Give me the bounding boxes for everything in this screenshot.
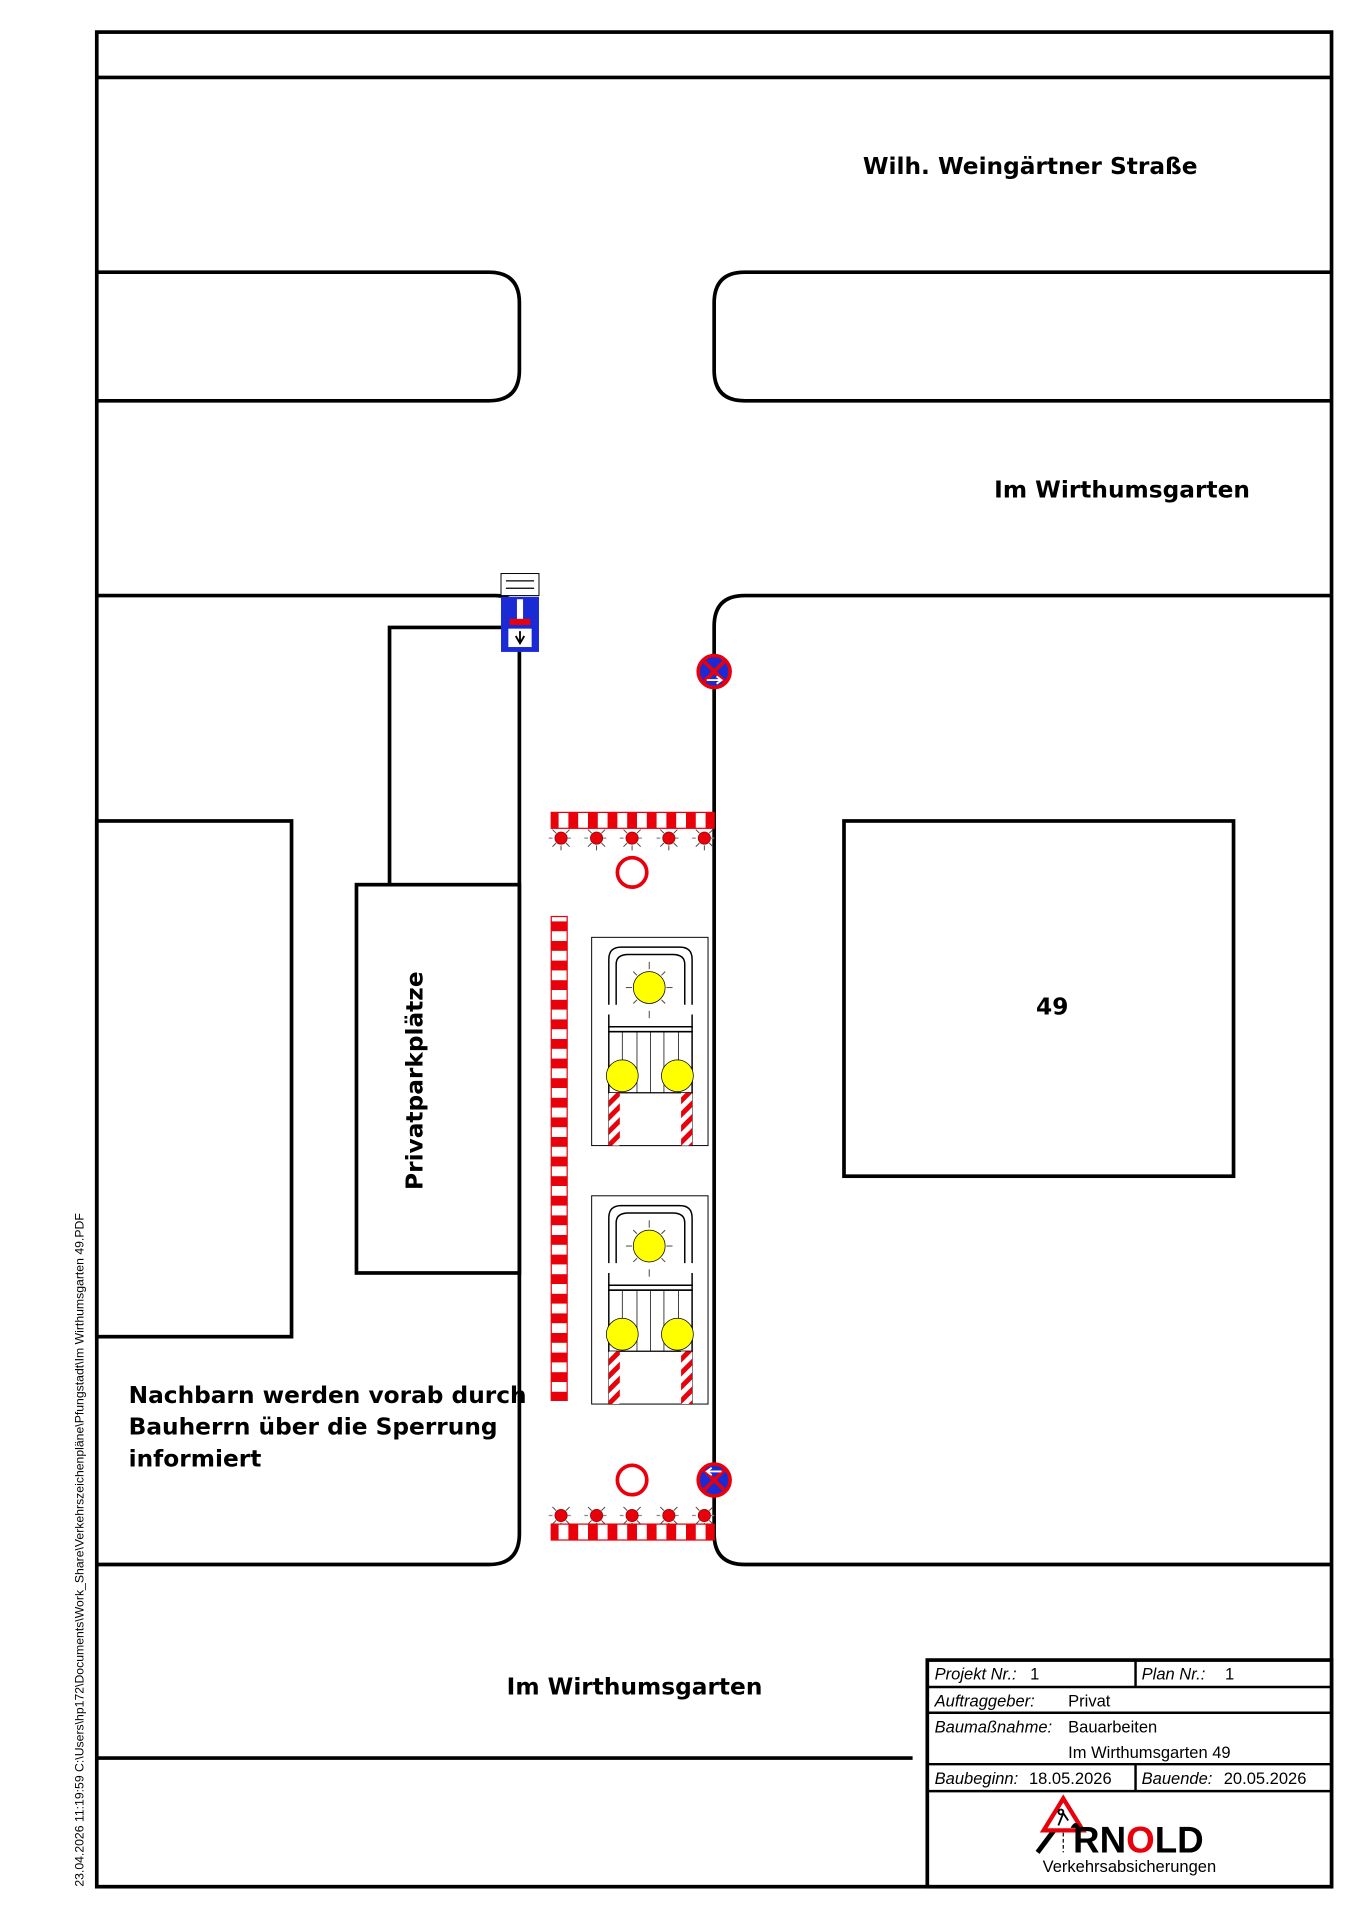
no-vehicles-sign-bottom bbox=[615, 1463, 649, 1497]
building-49 bbox=[842, 819, 1236, 1179]
work-vehicle-2 bbox=[590, 1195, 709, 1405]
parking-area bbox=[354, 882, 522, 1275]
no-stopping-sign-bottom bbox=[696, 1462, 732, 1498]
barrier-side bbox=[550, 915, 568, 1401]
note-line-2: Bauherrn über die Sperrung bbox=[129, 1414, 498, 1441]
barrier-top bbox=[550, 811, 715, 829]
logo-subtitle: Verkehrsabsicherungen bbox=[1043, 1857, 1217, 1876]
no-vehicles-sign-top bbox=[615, 855, 649, 889]
barrier-bottom bbox=[550, 1523, 715, 1541]
parking-outline bbox=[387, 625, 520, 885]
arnold-logo: RNOLD Verkehrsabsicherungen bbox=[1035, 1794, 1217, 1876]
note-line-1: Nachbarn werden vorab durch bbox=[129, 1382, 527, 1409]
no-stopping-sign-top bbox=[696, 653, 732, 690]
plan-number: 1 bbox=[1225, 1665, 1234, 1684]
arrow-right-icon bbox=[706, 675, 724, 685]
svg-text:Projekt Nr.:: Projekt Nr.: bbox=[935, 1665, 1017, 1684]
building-number: 49 bbox=[1036, 994, 1068, 1021]
svg-text:Bauende:: Bauende: bbox=[1142, 1769, 1213, 1788]
svg-text:Baumaßnahme:: Baumaßnahme: bbox=[935, 1717, 1053, 1736]
start-date: 18.05.2026 bbox=[1029, 1769, 1112, 1788]
client: Privat bbox=[1068, 1692, 1111, 1711]
project-number: 1 bbox=[1030, 1665, 1039, 1684]
arrow-left-icon bbox=[705, 1467, 722, 1476]
street-label-middle: Im Wirthumsgarten bbox=[994, 477, 1250, 504]
street-label-top: Wilh. Weingärtner Straße bbox=[863, 153, 1198, 180]
title-block: Projekt Nr.: 1 Plan Nr.: 1 Auftraggeber:… bbox=[925, 1658, 1334, 1889]
note-line-3: informiert bbox=[129, 1446, 262, 1473]
svg-text:Plan Nr.:: Plan Nr.: bbox=[1142, 1665, 1206, 1684]
svg-text:RNOLD: RNOLD bbox=[1073, 1819, 1204, 1860]
warning-lamps-top bbox=[548, 828, 718, 851]
dead-end-sign bbox=[500, 573, 540, 652]
parking-label: Privatparkplätze bbox=[402, 971, 429, 1190]
street-label-bottom: Im Wirthumsgarten bbox=[507, 1673, 763, 1700]
svg-text:Im Wirthumsgarten 49: Im Wirthumsgarten 49 bbox=[1068, 1743, 1230, 1762]
svg-text:Baubeginn:: Baubeginn: bbox=[935, 1769, 1019, 1788]
curb-right-lower bbox=[712, 593, 1332, 1567]
building-left bbox=[94, 819, 294, 1339]
svg-text:Auftraggeber:: Auftraggeber: bbox=[934, 1692, 1035, 1711]
file-path-stamp: 23.04.2026 11:19:59 C:\Users\hp172\Docum… bbox=[72, 1213, 86, 1886]
block-right-upper bbox=[712, 270, 1332, 403]
block-left-upper bbox=[96, 270, 522, 403]
work-vehicle-1 bbox=[590, 936, 709, 1147]
svg-text:Bauarbeiten: Bauarbeiten bbox=[1068, 1717, 1157, 1736]
end-date: 20.05.2026 bbox=[1224, 1769, 1307, 1788]
